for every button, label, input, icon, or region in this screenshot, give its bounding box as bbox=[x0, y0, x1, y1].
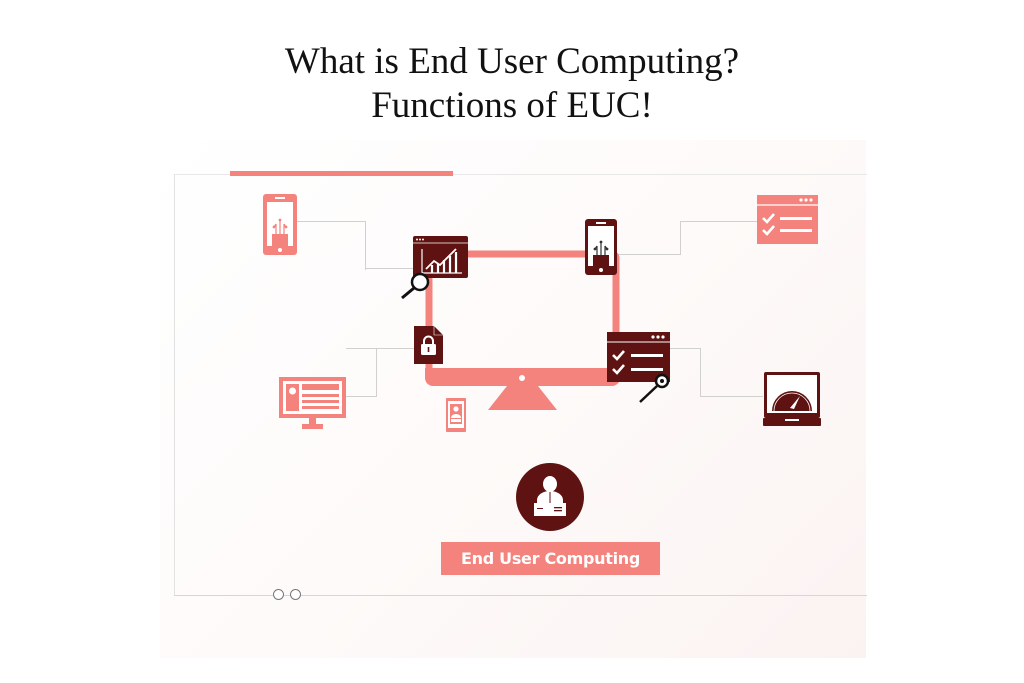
monitor-profile-icon bbox=[279, 377, 346, 429]
accent-bar bbox=[230, 171, 453, 176]
connector-mid-left-b bbox=[376, 348, 415, 349]
id-badge-phone-icon bbox=[446, 398, 466, 432]
user-server-icon bbox=[534, 476, 566, 516]
diagram-frame bbox=[174, 174, 867, 596]
smartphone-circuit-icon bbox=[263, 194, 297, 255]
desktop-monitor-icon bbox=[425, 250, 620, 410]
title-line-2: Functions of EUC! bbox=[371, 85, 653, 126]
smartphone-circuit-icon bbox=[585, 219, 617, 275]
checklist-search-icon bbox=[607, 332, 670, 403]
connector-top-right-b bbox=[680, 221, 757, 222]
connector-mid-left bbox=[346, 348, 377, 397]
connector-mid-right bbox=[670, 348, 701, 397]
title-line-1: What is End User Computing? bbox=[284, 41, 740, 82]
locked-file-icon bbox=[414, 326, 443, 364]
center-label: End User Computing bbox=[441, 542, 660, 575]
connector-top-left bbox=[297, 221, 366, 270]
connector-top-left-b bbox=[365, 268, 415, 269]
analytics-magnifier-icon bbox=[401, 236, 468, 300]
connector-mid-right-b bbox=[700, 396, 763, 397]
pagination-dot-2[interactable] bbox=[290, 589, 301, 600]
connector-top-right bbox=[617, 221, 681, 255]
connector-mid-left-c bbox=[346, 396, 376, 397]
center-avatar bbox=[516, 463, 584, 531]
checklist-window-icon bbox=[757, 195, 818, 244]
page-title: What is End User Computing? Functions of… bbox=[0, 40, 1024, 128]
laptop-speedometer-icon bbox=[763, 372, 821, 426]
pagination-dot-1[interactable] bbox=[273, 589, 284, 600]
